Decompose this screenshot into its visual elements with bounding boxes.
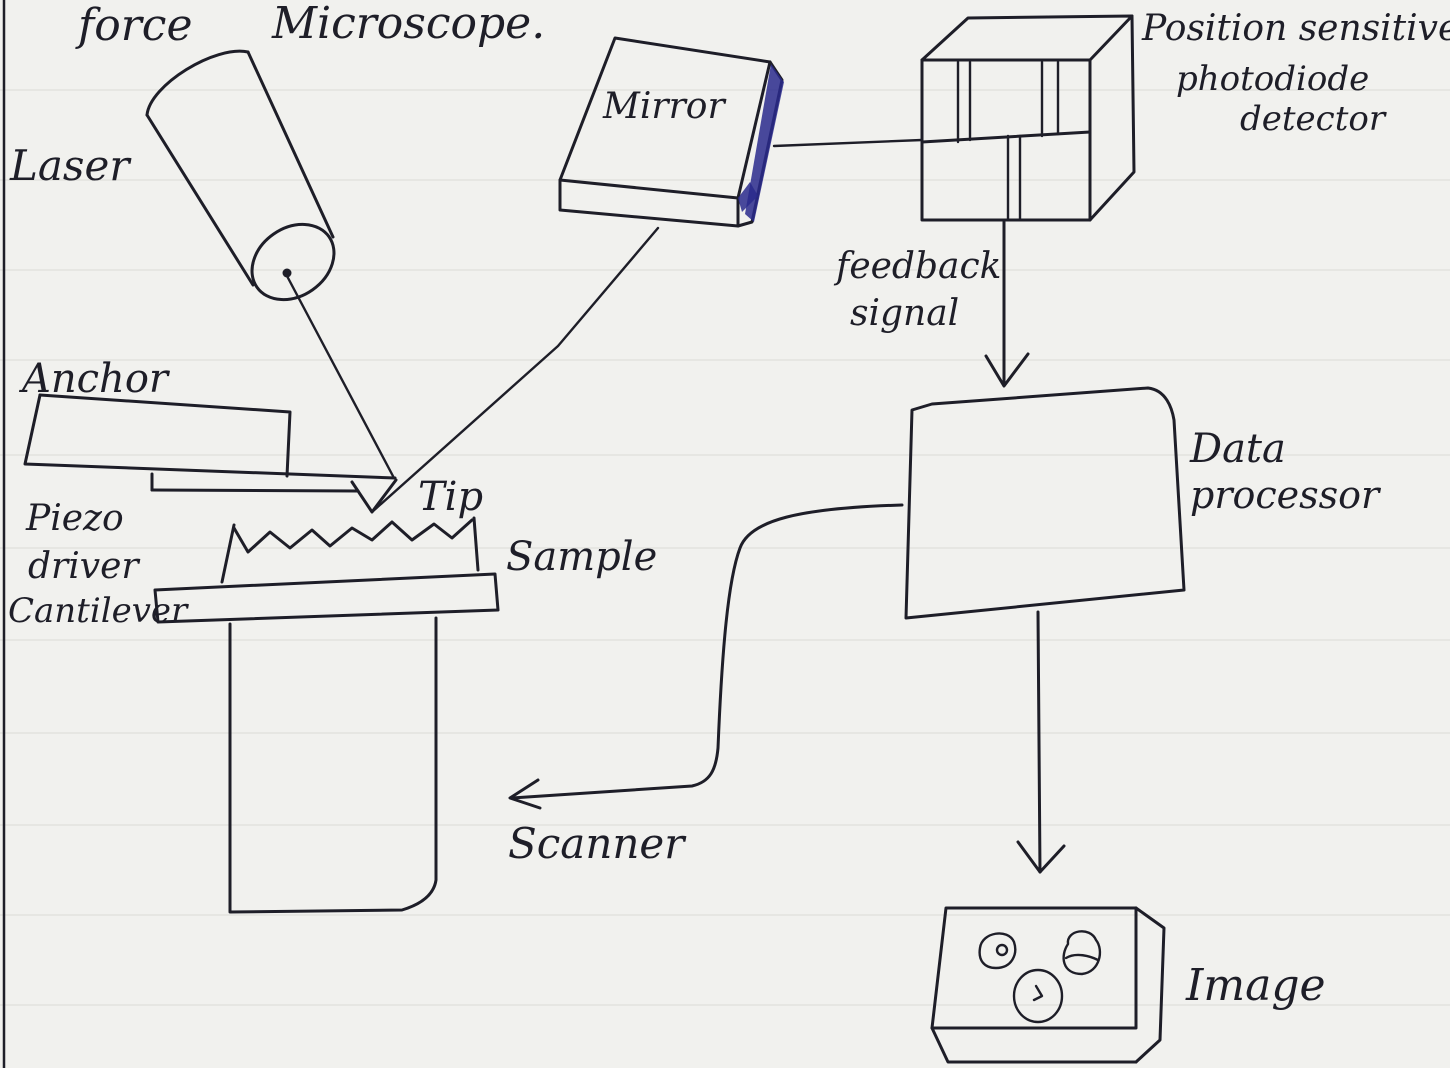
data-processor-label-line2: processor xyxy=(1190,473,1382,517)
laser-label: Laser xyxy=(9,141,132,190)
piezo-scanner-column xyxy=(230,618,436,912)
sample-label: Sample xyxy=(506,534,657,580)
feedback-label-line1: feedback xyxy=(833,246,1001,287)
mirror-to-detector-line xyxy=(774,140,922,146)
title-force: force xyxy=(75,0,193,51)
data-processor-box xyxy=(906,388,1184,618)
piezo-label-line1: Piezo xyxy=(25,498,124,539)
mirror-label: Mirror xyxy=(602,86,726,127)
title-microscope: Microscope. xyxy=(271,0,545,49)
detector-label-line3: detector xyxy=(1240,99,1387,139)
anchor-block xyxy=(25,395,395,478)
image-output-arrow xyxy=(1018,612,1064,872)
scanner-label: Scanner xyxy=(508,819,687,868)
image-label: Image xyxy=(1185,960,1326,1011)
mirror-block xyxy=(560,38,784,226)
image-display xyxy=(932,908,1164,1062)
photodiode-detector-box xyxy=(922,16,1134,220)
piezo-stage-plate xyxy=(155,574,498,622)
tip-label: Tip xyxy=(418,474,483,520)
detector-label-line2: photodiode xyxy=(1176,59,1369,99)
laser-beam-line xyxy=(287,276,394,478)
feedback-label-line2: signal xyxy=(850,293,959,334)
detector-label-line1: Position sensitive xyxy=(1141,8,1450,49)
piezo-label-line2: driver xyxy=(28,546,140,587)
sample-surface xyxy=(222,518,478,582)
piezo-label-line3: Cantilever xyxy=(8,591,189,631)
data-processor-label-line1: Data xyxy=(1189,426,1286,472)
